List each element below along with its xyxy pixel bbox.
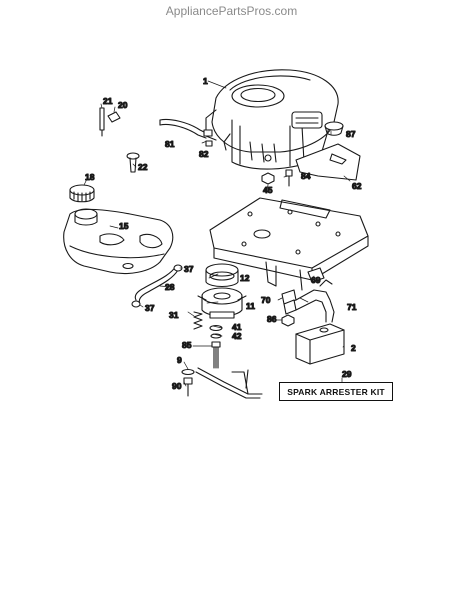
- electric-clutch[interactable]: [197, 287, 247, 319]
- part-label-70: 70: [261, 295, 271, 305]
- part-label-22: 22: [138, 162, 148, 172]
- part-label-31: 31: [169, 310, 179, 320]
- leader-lines: [83, 80, 351, 387]
- part-label-1: 1: [203, 76, 208, 86]
- pulley[interactable]: [205, 263, 239, 288]
- crank-bolt[interactable]: [211, 341, 221, 369]
- part-label-41: 41: [232, 322, 242, 332]
- flat-washer[interactable]: [181, 368, 195, 376]
- bolt[interactable]: [285, 169, 293, 187]
- part-label-85: 85: [182, 340, 192, 350]
- part-label-28: 28: [165, 282, 175, 292]
- hose-clamp[interactable]: [131, 300, 141, 308]
- support-rod[interactable]: [195, 367, 263, 399]
- heat-shield[interactable]: [295, 143, 361, 181]
- exhaust-nut[interactable]: [281, 314, 295, 327]
- part-label-12: 12: [240, 273, 250, 283]
- engine-mount-plate[interactable]: [209, 197, 369, 291]
- part-label-18: 18: [85, 172, 95, 182]
- throttle-bracket[interactable]: [99, 107, 121, 137]
- hex-bolt[interactable]: [183, 377, 193, 397]
- part-label-37b: 37: [145, 303, 155, 313]
- part-label-21: 21: [103, 96, 113, 106]
- spark-arrester-kit-callout: SPARK ARRESTER KIT: [279, 382, 393, 401]
- muffler[interactable]: [295, 323, 345, 365]
- washer[interactable]: [209, 324, 223, 332]
- part-label-2: 2: [351, 343, 356, 353]
- part-label-11: 11: [246, 301, 255, 311]
- part-label-90: 90: [172, 381, 182, 391]
- exhaust-gasket[interactable]: [307, 267, 325, 283]
- part-label-9: 9: [177, 355, 182, 365]
- nut[interactable]: [261, 172, 275, 185]
- push-clip[interactable]: [126, 152, 140, 173]
- part-label-86: 86: [267, 314, 277, 324]
- dipstick-tube[interactable]: [159, 118, 209, 139]
- fuel-tank[interactable]: [63, 208, 174, 275]
- exhaust-pipe[interactable]: [295, 279, 335, 323]
- fuel-cap[interactable]: [69, 184, 95, 203]
- engine-assembly[interactable]: [205, 69, 339, 170]
- part-label-15: 15: [119, 221, 129, 231]
- part-label-69: 69: [311, 275, 321, 285]
- part-label-87: 87: [346, 129, 356, 139]
- watermark-text: AppliancePartsPros.com: [165, 4, 298, 18]
- fitting[interactable]: [203, 129, 213, 147]
- part-label-42: 42: [232, 331, 242, 341]
- part-label-20: 20: [118, 100, 128, 110]
- exhaust-gasket[interactable]: [281, 289, 297, 315]
- part-label-29: 29: [342, 369, 352, 379]
- part-label-37a: 37: [184, 264, 194, 274]
- part-label-82: 82: [199, 149, 209, 159]
- spring[interactable]: [193, 311, 203, 330]
- part-label-71: 71: [347, 302, 357, 312]
- part-label-81: 81: [165, 139, 175, 149]
- fuel-line[interactable]: [134, 265, 179, 305]
- breather-cap[interactable]: [324, 121, 344, 136]
- part-label-45: 45: [263, 185, 273, 195]
- part-label-84: 84: [301, 171, 311, 181]
- part-label-62: 62: [352, 181, 362, 191]
